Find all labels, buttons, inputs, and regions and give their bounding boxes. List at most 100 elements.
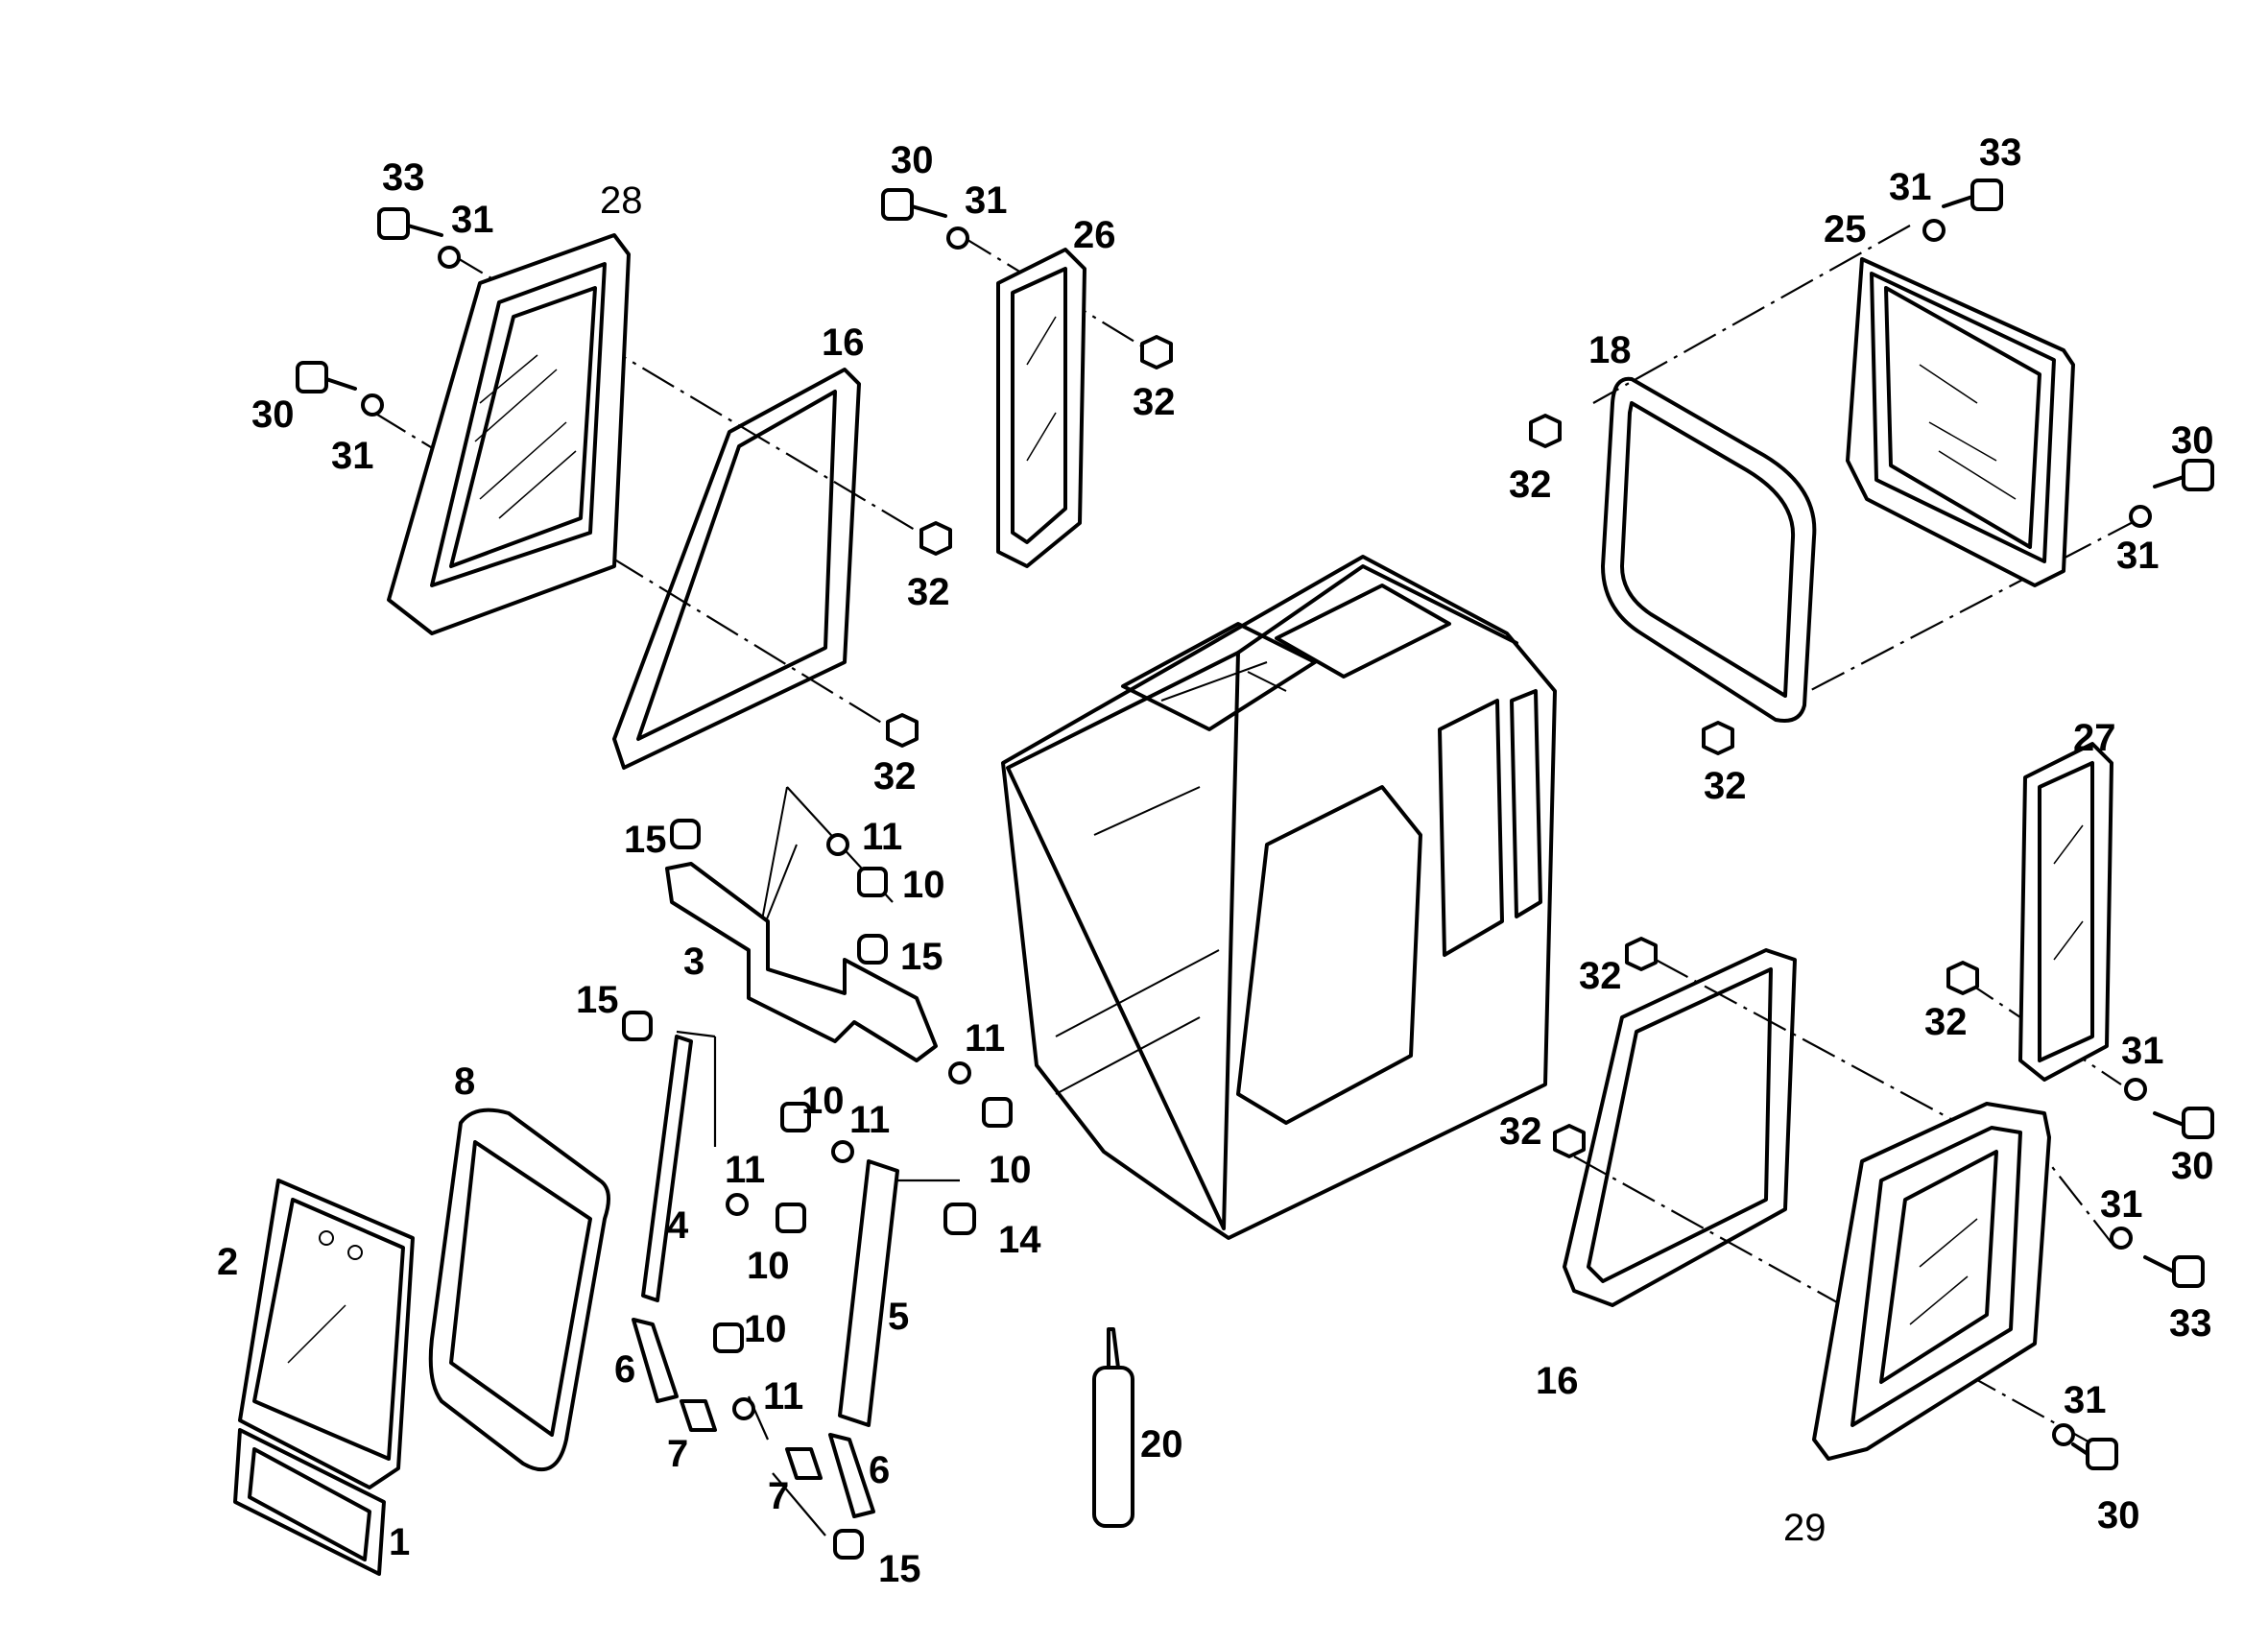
leader-lines: [373, 225, 2141, 1537]
callout-31: 31: [451, 199, 494, 241]
clip-6a: [632, 1318, 679, 1403]
glass-pane-2: [238, 1179, 415, 1489]
window-frame-26: [996, 248, 1086, 568]
callout-32: 32: [1924, 1001, 1968, 1043]
bolt-14: [943, 1203, 976, 1235]
callout-10: 10: [801, 1080, 845, 1122]
callout-8: 8: [454, 1060, 475, 1103]
callout-31: 31: [2116, 535, 2160, 577]
callout-25: 25: [1824, 208, 1867, 250]
callout-11: 11: [862, 816, 902, 858]
callout-32: 32: [1579, 955, 1622, 997]
callout-30: 30: [2097, 1494, 2140, 1537]
callout-10: 10: [744, 1308, 787, 1350]
callout-32: 32: [1704, 765, 1747, 807]
callout-32: 32: [873, 755, 917, 798]
bolt-33-upper-left: [377, 207, 443, 240]
strip-4: [641, 1035, 693, 1302]
callout-20: 20: [1140, 1423, 1183, 1465]
callout-3: 3: [683, 941, 704, 983]
seal-18: [1601, 376, 1817, 723]
callout-10: 10: [902, 864, 945, 906]
callout-15: 15: [576, 979, 619, 1021]
callout-7: 7: [667, 1433, 688, 1475]
callout-33: 33: [382, 156, 425, 199]
callout-30: 30: [2171, 1145, 2214, 1187]
callout-26: 26: [1073, 214, 1116, 256]
callout-31: 31: [965, 179, 1008, 222]
callout-16: 16: [822, 322, 865, 364]
callout-33: 33: [2169, 1302, 2212, 1345]
bolt-30-bottom-right: [2071, 1438, 2118, 1470]
bolt-10-b: [982, 1097, 1013, 1128]
callout-31: 31: [2121, 1030, 2164, 1072]
callout-32: 32: [1509, 464, 1552, 506]
bolt-30-right: [2153, 459, 2214, 491]
fasteners: [296, 179, 2214, 1560]
callout-33: 33: [1979, 131, 2022, 174]
bracket-3: [665, 862, 938, 1062]
window-frame-28: [387, 233, 631, 635]
callout-15: 15: [624, 819, 667, 861]
callout-31: 31: [2100, 1183, 2143, 1226]
seal-16-lower: [1563, 948, 1797, 1307]
callout-32: 32: [907, 571, 950, 613]
callout-labels: 33 31 28 30 31 16 32 32 30 31 26 32 33 3…: [217, 131, 2214, 1590]
callout-2: 2: [217, 1241, 238, 1283]
clip-6b: [828, 1433, 875, 1518]
strip-5: [838, 1159, 899, 1427]
bolt-15-b: [857, 934, 888, 965]
callout-7: 7: [768, 1475, 789, 1517]
callout-29: 29: [1783, 1507, 1826, 1549]
window-frame-25: [1846, 257, 2075, 587]
callout-14: 14: [998, 1219, 1041, 1261]
bolt-33-upper-right: [1942, 179, 2003, 211]
bolt-15-d: [833, 1529, 864, 1560]
callout-32: 32: [1133, 381, 1176, 423]
bolt-15-a: [670, 819, 701, 849]
bolt-33-right-lower: [2143, 1255, 2205, 1288]
callout-30: 30: [2171, 419, 2214, 462]
bolt-30-top-center: [881, 188, 947, 221]
bolt-10-c: [780, 1102, 811, 1132]
seal-8: [428, 1108, 610, 1472]
callout-10: 10: [989, 1149, 1032, 1191]
window-frame-29: [1812, 1102, 2051, 1461]
callout-31: 31: [1889, 166, 1932, 208]
cab-body: [1001, 555, 1557, 1240]
seal-16-upper: [612, 368, 861, 770]
callout-15: 15: [878, 1548, 921, 1590]
bolt-30-upper-left: [296, 361, 357, 393]
sealant-tube-20: [1092, 1327, 1134, 1528]
bolt-10-a: [857, 867, 888, 897]
callout-1: 1: [389, 1521, 410, 1563]
callout-32: 32: [1499, 1110, 1542, 1153]
bolt-10-e: [713, 1322, 744, 1353]
callout-11: 11: [763, 1375, 803, 1418]
block-7b: [785, 1447, 823, 1480]
callout-6: 6: [869, 1449, 890, 1491]
window-frame-27: [2018, 742, 2113, 1082]
callout-11: 11: [725, 1149, 765, 1191]
bolt-15-c: [622, 1011, 653, 1041]
callout-28: 28: [600, 179, 643, 222]
callout-31: 31: [331, 435, 374, 477]
callout-18: 18: [1588, 329, 1632, 371]
callout-16: 16: [1536, 1360, 1579, 1402]
callout-4: 4: [667, 1204, 689, 1247]
bolt-10-d: [776, 1203, 806, 1233]
film-1: [233, 1428, 386, 1576]
callout-6: 6: [614, 1348, 635, 1391]
callout-11: 11: [849, 1099, 890, 1141]
callout-10: 10: [747, 1245, 790, 1287]
callout-31: 31: [2064, 1379, 2107, 1421]
callout-5: 5: [888, 1296, 909, 1338]
callout-30: 30: [891, 139, 934, 181]
bolt-30-right-lower: [2153, 1107, 2214, 1139]
callout-11: 11: [965, 1017, 1005, 1060]
callout-30: 30: [251, 393, 295, 436]
callout-15: 15: [900, 936, 943, 978]
block-7a: [680, 1399, 717, 1432]
callout-27: 27: [2073, 717, 2116, 759]
